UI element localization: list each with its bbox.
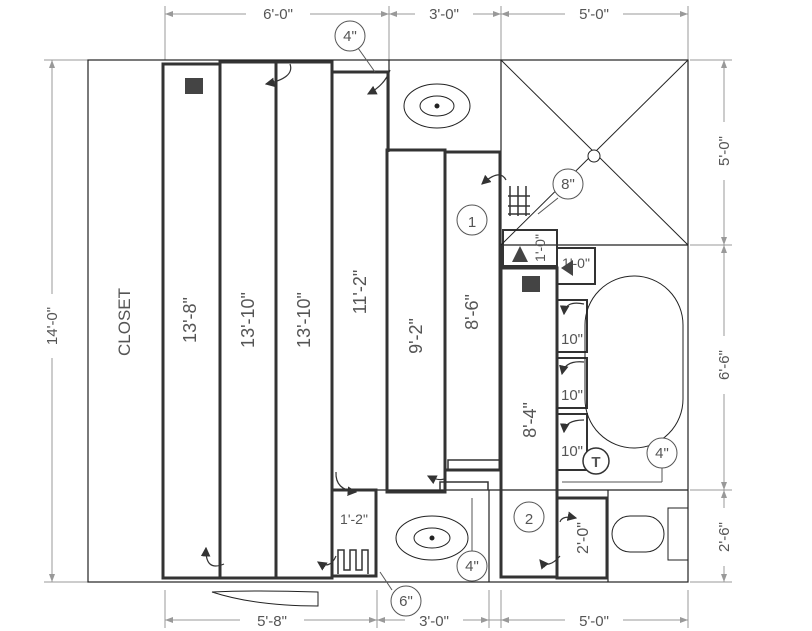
notch-lower bbox=[439, 481, 489, 490]
small-label-5: 10" bbox=[561, 443, 583, 460]
zigzag-upper bbox=[508, 186, 530, 216]
cabinet-length-8: 2'-0" bbox=[575, 522, 592, 554]
callout-2: 2 bbox=[525, 511, 533, 528]
callout-leaders bbox=[357, 47, 663, 591]
shower bbox=[500, 59, 689, 246]
small-label-4: 10" bbox=[561, 387, 583, 404]
callout-4in-bottom: 4" bbox=[465, 558, 479, 575]
callout-6in: 6" bbox=[399, 593, 413, 610]
callout-4in-right: 4" bbox=[655, 445, 669, 462]
dim-bottom-1: 5'-8" bbox=[257, 613, 287, 630]
callout-t: T bbox=[591, 454, 600, 471]
notch-upper bbox=[447, 459, 501, 470]
walls bbox=[87, 59, 689, 583]
cabinet-length-5: 9'-2" bbox=[406, 318, 426, 354]
cabinet-small-parts bbox=[502, 229, 596, 471]
marker-triangle-2 bbox=[561, 260, 573, 276]
dim-top-2: 3'-0" bbox=[429, 6, 459, 23]
cabinet-length-6: 8'-6" bbox=[462, 294, 482, 330]
sink-lower bbox=[395, 515, 469, 561]
marker-square-2 bbox=[522, 276, 540, 292]
cabinet-length-2: 13'-10" bbox=[238, 292, 258, 348]
cabinet-length-labels: 13'-8" 13'-10" 13'-10" 11'-2" 9'-2" 8'-6… bbox=[180, 270, 592, 554]
dim-top-3: 5'-0" bbox=[579, 6, 609, 23]
marker-square-1 bbox=[185, 78, 203, 94]
callout-4in-top: 4" bbox=[343, 28, 357, 45]
cabinet-length-3: 13'-10" bbox=[294, 292, 314, 348]
callouts: 4" 8" 4" 4" 6" 1 2 T bbox=[334, 20, 678, 617]
small-labels: 1'-0" 1'-0" 10" 10" 10" 1'-2" bbox=[340, 234, 590, 527]
small-label-3: 10" bbox=[561, 331, 583, 348]
dim-right-1: 5'-0" bbox=[716, 136, 733, 166]
callout-8in: 8" bbox=[561, 176, 575, 193]
dim-right-3: 2'-6" bbox=[716, 522, 733, 552]
cabinet-length-7: 8'-4" bbox=[520, 402, 540, 438]
door-swing bbox=[211, 590, 319, 607]
tub bbox=[584, 275, 684, 449]
small-label-6: 1'-2" bbox=[340, 511, 368, 527]
dimension-ticks bbox=[49, 11, 727, 623]
closet-label: CLOSET bbox=[115, 288, 134, 356]
small-label-1: 1'-0" bbox=[532, 234, 548, 262]
cabinet-length-4: 11'-2" bbox=[350, 270, 370, 315]
marker-triangle-1 bbox=[512, 246, 528, 262]
toilet bbox=[611, 507, 689, 561]
dim-right-2: 6'-6" bbox=[716, 350, 733, 380]
cabinet-length-1: 13'-8" bbox=[180, 297, 200, 343]
dim-bottom-2: 3'-0" bbox=[419, 613, 449, 630]
dim-bottom-3: 5'-0" bbox=[579, 613, 609, 630]
swing-arrows bbox=[200, 63, 585, 571]
dim-left: 14'-0" bbox=[44, 307, 61, 345]
cabinets bbox=[161, 60, 609, 580]
sink-upper bbox=[403, 83, 471, 129]
zigzag-lower bbox=[337, 549, 369, 574]
dim-top-1: 6'-0" bbox=[263, 6, 293, 23]
callout-1: 1 bbox=[468, 214, 476, 231]
